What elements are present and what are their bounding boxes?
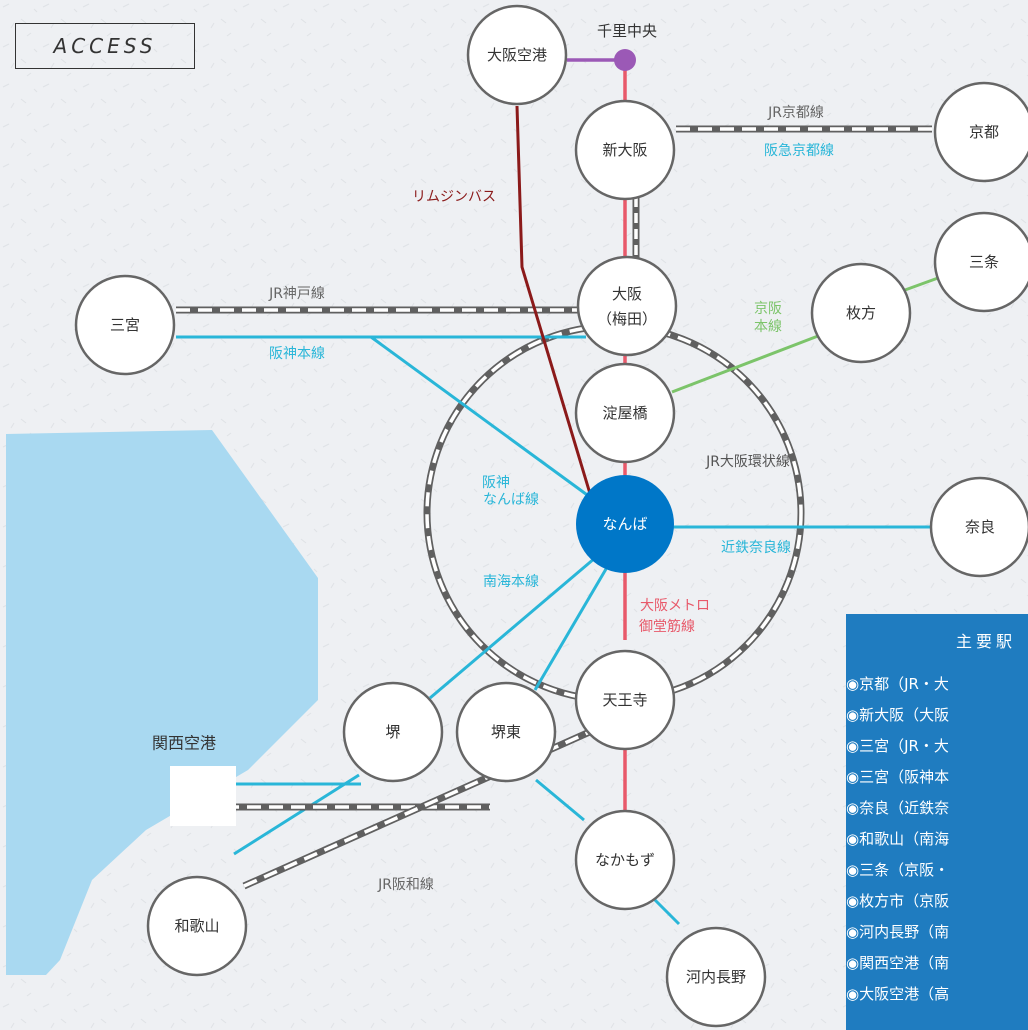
station-kawachinagano[interactable]: 河内長野: [665, 926, 767, 1028]
station-shin-osaka[interactable]: 新大阪: [574, 99, 676, 201]
station-itami-airport-label: 大阪空港: [487, 46, 547, 64]
station-sannomiya-label: 三宮: [110, 316, 140, 334]
hankyu-kyoto-line-label: 阪急京都線: [764, 143, 834, 159]
station-hirakata[interactable]: 枚方: [810, 262, 912, 364]
kansai-airport-marker: [170, 766, 236, 826]
kintetsu-nara-line-label: 近鉄奈良線: [721, 540, 791, 556]
access-title: ACCESS: [15, 23, 195, 69]
station-osaka-label: 大阪: [612, 285, 642, 303]
station-kyoto[interactable]: 京都: [933, 81, 1028, 183]
jr-loop-line-label: JR大阪環状線: [705, 454, 790, 470]
hanshin-main-line-label: 阪神本線: [269, 346, 325, 362]
keihan-main-line-label-1: 京阪: [754, 301, 782, 317]
panel-item: ◉奈良（近鉄奈: [846, 799, 950, 817]
jr-hanwa-line-label: JR阪和線: [377, 877, 434, 893]
panel-title: 主要駅: [956, 632, 1017, 651]
station-kawachinagano-label: 河内長野: [686, 968, 746, 986]
station-sakai[interactable]: 堺: [342, 681, 444, 783]
nankai-main-line-label: 南海本線: [483, 574, 539, 590]
station-nara[interactable]: 奈良: [929, 476, 1028, 578]
panel-item: ◉三宮（阪神本: [846, 768, 950, 786]
jr-kobe-line-label: JR神戸線: [268, 286, 325, 302]
station-nara-label: 奈良: [965, 518, 995, 536]
station-itami-airport[interactable]: 大阪空港: [466, 4, 568, 106]
panel-item: ◉三宮（JR・大: [846, 737, 949, 755]
main-stations-panel: 主要駅 ◉京都（JR・大 ◉新大阪（大阪 ◉三宮（JR・大 ◉三宮（阪神本 ◉奈…: [846, 614, 1028, 1030]
sea-area: [6, 430, 318, 975]
nankai-lines: [200, 556, 681, 926]
station-hirakata-label: 枚方: [846, 304, 876, 322]
limousine-bus-label: リムジンバス: [412, 189, 496, 205]
metro-midosuji-line-label-2: 御堂筋線: [639, 618, 695, 635]
station-nakamozu-label: なかもず: [595, 851, 655, 869]
hanshin-namba-line-label-2: なんば線: [483, 492, 539, 508]
station-umeda-label: （梅田）: [597, 310, 657, 328]
senri-chuo-label: 千里中央: [597, 22, 657, 40]
jr-kyoto-line-label: JR京都線: [767, 105, 824, 121]
panel-item: ◉関西空港（南: [846, 954, 950, 972]
panel-item: ◉河内長野（南: [846, 923, 950, 941]
panel-item: ◉大阪空港（高: [846, 985, 950, 1003]
station-osaka-umeda[interactable]: 大阪 （梅田）: [576, 255, 678, 357]
station-sannomiya[interactable]: 三宮: [74, 274, 176, 376]
station-sakai-label: 堺: [385, 723, 400, 741]
panel-item: ◉枚方市（京阪: [846, 892, 950, 910]
limousine-bus-route: [515, 105, 593, 498]
station-kyoto-label: 京都: [969, 123, 999, 141]
metro-midosuji-line-label-1: 大阪メトロ: [640, 598, 710, 614]
station-nakamozu[interactable]: なかもず: [574, 809, 676, 911]
station-tennoji[interactable]: 天王寺: [574, 649, 676, 751]
senri-chuo-marker: [614, 49, 636, 71]
keihan-main-line: [671, 276, 939, 394]
station-wakayama[interactable]: 和歌山: [146, 875, 248, 977]
keihan-main-line-label-2: 本線: [754, 319, 782, 335]
station-sanjo[interactable]: 三条: [933, 211, 1028, 313]
panel-item: ◉新大阪（大阪: [846, 706, 950, 724]
panel-item: ◉京都（JR・大: [846, 675, 949, 693]
station-namba[interactable]: なんば: [576, 475, 674, 573]
station-namba-label: なんば: [602, 515, 647, 533]
station-yodoyabashi-label: 淀屋橋: [602, 404, 647, 422]
station-shin-osaka-label: 新大阪: [602, 141, 647, 159]
hanshin-lines: [176, 335, 591, 499]
kansai-airport-label: 関西空港: [152, 734, 216, 753]
station-sanjo-label: 三条: [969, 253, 999, 271]
station-sakai-higashi-label: 堺東: [491, 723, 521, 741]
hanshin-namba-line-label-1: 阪神: [482, 475, 510, 491]
panel-item: ◉和歌山（南海: [846, 830, 950, 848]
station-tennoji-label: 天王寺: [602, 691, 647, 709]
station-wakayama-label: 和歌山: [174, 917, 219, 935]
station-sakai-higashi[interactable]: 堺東: [455, 681, 557, 783]
station-yodoyabashi[interactable]: 淀屋橋: [574, 362, 676, 464]
panel-item: ◉三条（京阪・: [846, 861, 950, 879]
panel-station-list: ◉京都（JR・大 ◉新大阪（大阪 ◉三宮（JR・大 ◉三宮（阪神本 ◉奈良（近鉄…: [846, 669, 949, 1010]
